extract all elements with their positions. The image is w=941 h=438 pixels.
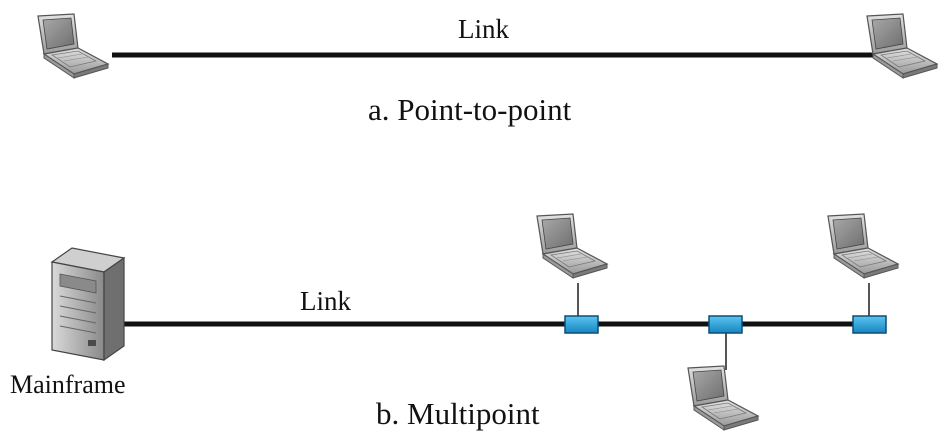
- laptop-icon: [536, 213, 608, 279]
- mainframe-icon: [50, 247, 126, 362]
- multipoint-caption: b. Multipoint: [376, 396, 540, 431]
- network-tap-icon: [708, 315, 743, 334]
- network-tap-icon: [564, 315, 599, 334]
- network-tap-icon: [852, 315, 887, 334]
- laptop-icon: [687, 365, 759, 431]
- point-to-point-caption: a. Point-to-point: [368, 92, 572, 127]
- laptop-icon: [37, 13, 109, 79]
- multipoint-link-label: Link: [300, 286, 351, 316]
- mainframe-label: Mainframe: [10, 370, 126, 399]
- point-to-point-link-label: Link: [458, 14, 509, 44]
- laptop-icon: [827, 213, 899, 279]
- laptop-icon: [866, 13, 938, 79]
